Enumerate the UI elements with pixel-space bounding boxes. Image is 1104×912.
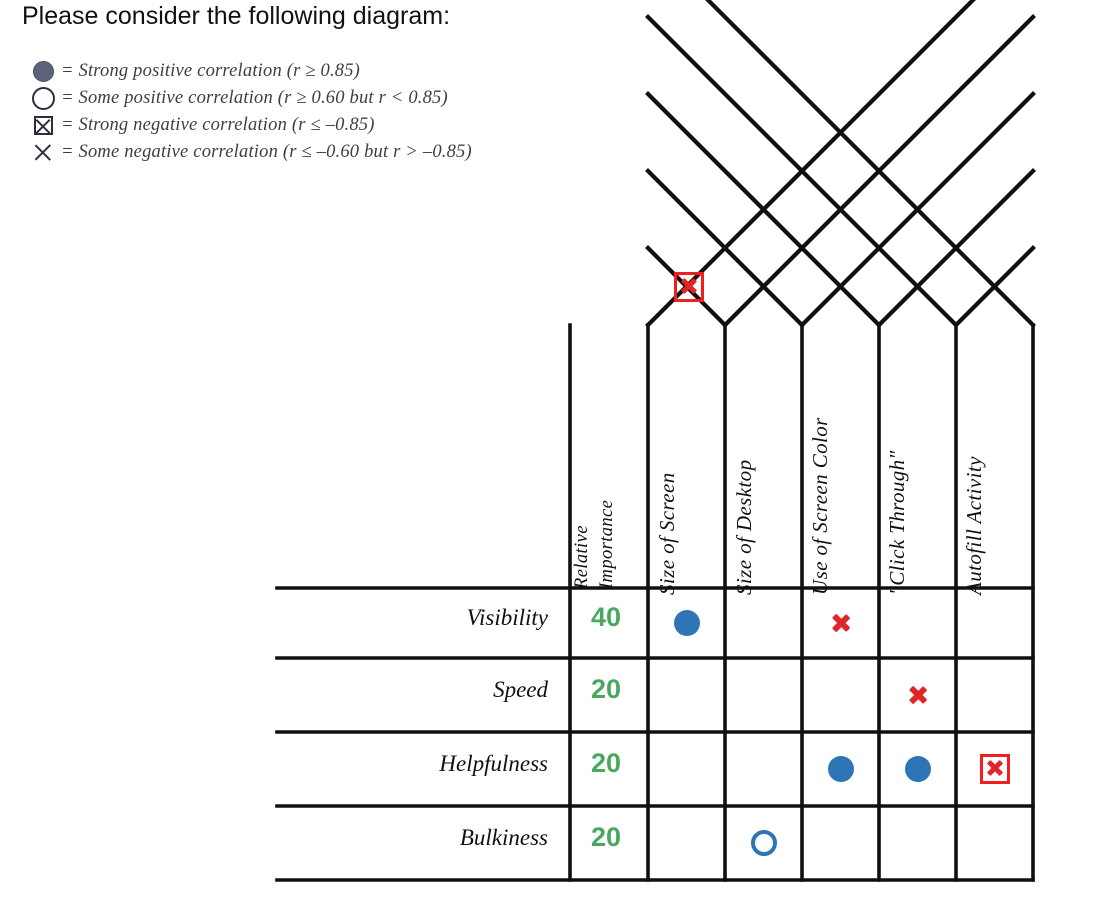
column-header-importance: Importance	[597, 499, 617, 589]
open-circle-icon	[30, 86, 56, 112]
boxed-x-icon	[979, 754, 1010, 784]
matrix-cell-symbol-filled-circle	[827, 756, 854, 782]
page-title: Please consider the following diagram:	[22, 2, 451, 30]
row-label-speed: Speed	[493, 677, 548, 702]
legend-item-label: = Strong positive correlation (r ≥ 0.85)	[61, 61, 361, 81]
row-label-bulkiness: Bulkiness	[459, 825, 548, 850]
matrix-cell-symbol-plain-x	[829, 611, 853, 635]
filled-circle-icon	[904, 756, 931, 782]
column-header-size-of-screen: Size of Screen	[655, 472, 679, 595]
roof-diagonal-up-right	[645, 0, 976, 328]
legend-item-label: = Some positive correlation (r ≥ 0.60 bu…	[61, 88, 448, 108]
roof-diagonal-up-left	[705, 0, 1036, 328]
boxed-x-icon	[30, 113, 56, 139]
x-icon	[30, 140, 56, 166]
legend-item-label: = Some negative correlation (r ≤ –0.60 b…	[61, 142, 472, 162]
open-circle-icon	[750, 830, 777, 856]
row-weight-visibility: 40	[590, 602, 622, 632]
row-label-helpfulness: Helpfulness	[439, 751, 548, 776]
boxed-x-icon	[674, 271, 704, 302]
legend-item-label: = Strong negative correlation (r ≤ –0.85…	[61, 115, 375, 135]
plain-x-icon	[829, 611, 853, 635]
filled-circle-icon	[673, 610, 700, 636]
legend-item: = Some positive correlation (r ≥ 0.60 bu…	[30, 85, 472, 112]
matrix-cell-symbol-open-circle	[750, 830, 777, 856]
matrix-cell-symbol-filled-circle	[904, 756, 931, 782]
matrix-cell-symbol-boxed-x	[979, 754, 1010, 784]
filled-circle-icon	[827, 756, 854, 782]
plain-x-icon	[906, 683, 930, 707]
matrix-cell-symbol-filled-circle	[673, 610, 700, 636]
roof-lattice	[645, 0, 1036, 328]
column-header-size-of-desktop: Size of Desktop	[732, 459, 756, 595]
column-header-use-of-screen-color: Use of Screen Color	[808, 417, 832, 595]
matrix-cell-symbol-plain-x	[906, 683, 930, 707]
roof-diagonal-up-left	[645, 91, 882, 328]
row-weight-bulkiness: 20	[590, 822, 622, 852]
legend: = Strong positive correlation (r ≥ 0.85)…	[30, 58, 472, 166]
legend-item: = Some negative correlation (r ≤ –0.60 b…	[30, 139, 472, 166]
column-header-autofill-activity: Autofill Activity	[962, 456, 986, 595]
roof-cell-symbol-boxed-x	[674, 271, 704, 302]
row-weight-speed: 20	[590, 674, 622, 704]
filled-circle-icon	[30, 59, 56, 85]
legend-item: = Strong positive correlation (r ≥ 0.85)	[30, 58, 472, 85]
column-header-click-through: "Click Through"	[885, 450, 909, 595]
row-weight-helpfulness: 20	[590, 748, 622, 778]
roof-diagonal-up-left	[645, 168, 805, 328]
column-header-relative: Relative	[572, 525, 592, 589]
row-label-visibility: Visibility	[466, 605, 548, 630]
table-grid	[275, 323, 1035, 882]
legend-item: = Strong negative correlation (r ≤ –0.85…	[30, 112, 472, 139]
roof-diagonal-up-left	[645, 14, 959, 328]
